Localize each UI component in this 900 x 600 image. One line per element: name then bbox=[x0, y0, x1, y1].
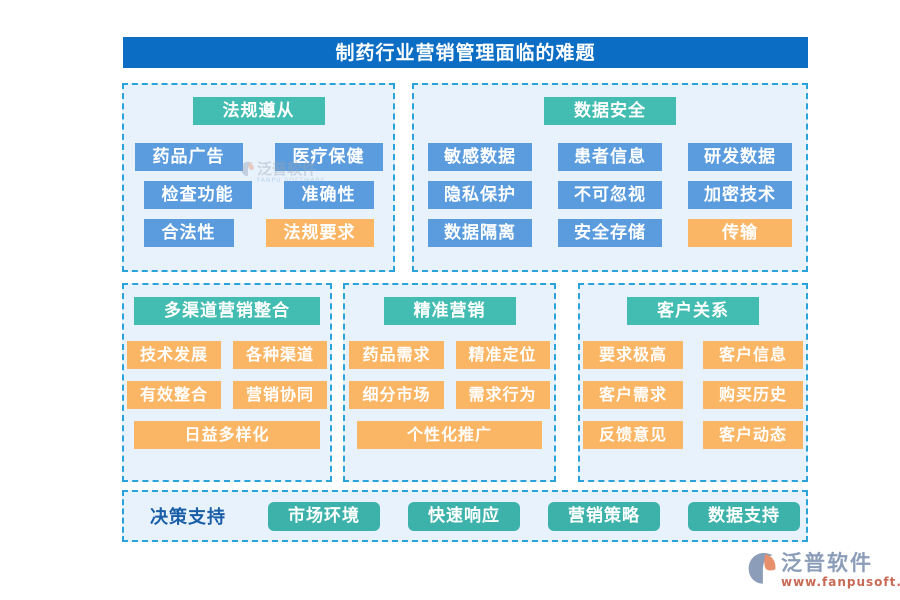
topic-chip: 加密技术 bbox=[688, 181, 792, 209]
section-header-compliance: 法规遵从 bbox=[192, 97, 325, 125]
section-precision-marketing: 精准营销药品需求精准定位细分市场需求行为个性化推广 bbox=[343, 283, 556, 482]
topic-chip: 安全存储 bbox=[558, 219, 662, 247]
item-row: 合法性 法规要求 bbox=[143, 219, 374, 247]
topic-chip: 客户动态 bbox=[703, 421, 804, 449]
section-header-multichannel-marketing: 多渠道营销整合 bbox=[134, 297, 320, 325]
topic-chip: 客户信息 bbox=[703, 341, 804, 369]
topic-chip: 各种渠道 bbox=[233, 341, 328, 369]
topic-chip: 药品需求 bbox=[349, 341, 444, 369]
section-customer-relations: 客户关系要求极高客户信息客户需求购买历史反馈意见客户动态 bbox=[578, 283, 808, 482]
topic-chip: 技术发展 bbox=[126, 341, 221, 369]
topic-chip: 患者信息 bbox=[558, 143, 662, 171]
topic-chip: 要求极高 bbox=[582, 341, 683, 369]
topic-chip: 隐私保护 bbox=[428, 181, 532, 209]
topic-chip: 细分市场 bbox=[349, 381, 444, 409]
topic-chip: 合法性 bbox=[143, 219, 234, 247]
item-row: 药品需求精准定位 bbox=[349, 341, 550, 369]
section-header-precision-marketing: 精准营销 bbox=[383, 297, 516, 325]
decision-chip: 数据支持 bbox=[688, 501, 800, 531]
item-row: 检查功能 准确性 bbox=[143, 181, 374, 209]
topic-chip: 购买历史 bbox=[703, 381, 804, 409]
topic-chip: 敏感数据 bbox=[428, 143, 532, 171]
decision-chip: 快速响应 bbox=[408, 501, 520, 531]
topic-chip: 日益多样化 bbox=[134, 421, 320, 449]
item-row: 客户需求购买历史 bbox=[582, 381, 804, 409]
diagram-title: 制药行业营销管理面临的难题 bbox=[123, 37, 808, 68]
topic-chip: 准确性 bbox=[283, 181, 374, 209]
topic-chip: 检查功能 bbox=[143, 181, 252, 209]
item-row: 细分市场需求行为 bbox=[349, 381, 550, 409]
section-header-customer-relations: 客户关系 bbox=[627, 297, 759, 325]
section-compliance: 法规遵从药品广告 医疗保健检查功能 准确性合法性 法规要求 bbox=[122, 83, 395, 272]
item-row: 药品广告 医疗保健 bbox=[134, 143, 383, 171]
topic-chip: 客户需求 bbox=[582, 381, 683, 409]
section-data-security: 数据安全敏感数据患者信息研发数据隐私保护不可忽视加密技术数据隔离安全存储传输 bbox=[412, 83, 808, 272]
section-multichannel-marketing: 多渠道营销整合技术发展各种渠道有效整合营销协同日益多样化 bbox=[122, 283, 332, 482]
vendor-url: www.fanpusoft.com bbox=[781, 575, 900, 589]
item-row: 敏感数据患者信息研发数据 bbox=[428, 143, 792, 171]
topic-chip: 营销协同 bbox=[233, 381, 328, 409]
topic-chip: 医疗保健 bbox=[274, 143, 383, 171]
vendor-logo-icon bbox=[746, 551, 778, 590]
topic-chip: 数据隔离 bbox=[428, 219, 532, 247]
decision-support-label: 决策支持 bbox=[150, 507, 226, 528]
topic-chip: 药品广告 bbox=[134, 143, 243, 171]
item-row: 数据隔离安全存储传输 bbox=[428, 219, 792, 247]
vendor-logo: 泛普软件 www.fanpusoft.com bbox=[746, 551, 900, 590]
vendor-name: 泛普软件 bbox=[781, 551, 873, 575]
topic-chip: 需求行为 bbox=[455, 381, 550, 409]
topic-chip: 法规要求 bbox=[265, 219, 374, 247]
topic-chip: 个性化推广 bbox=[356, 421, 542, 449]
topic-chip: 不可忽视 bbox=[558, 181, 662, 209]
topic-chip: 传输 bbox=[688, 219, 792, 247]
item-row: 反馈意见客户动态 bbox=[582, 421, 804, 449]
topic-chip: 有效整合 bbox=[126, 381, 221, 409]
decision-chip: 市场环境 bbox=[268, 501, 380, 531]
topic-chip: 精准定位 bbox=[455, 341, 550, 369]
decision-chip-group: 市场环境快速响应营销策略数据支持 bbox=[268, 501, 800, 531]
decision-support-bar: 决策支持 市场环境快速响应营销策略数据支持 bbox=[122, 490, 808, 542]
topic-chip: 反馈意见 bbox=[582, 421, 683, 449]
section-header-data-security: 数据安全 bbox=[544, 97, 676, 125]
topic-chip: 研发数据 bbox=[688, 143, 792, 171]
item-row: 有效整合营销协同 bbox=[126, 381, 328, 409]
item-row: 日益多样化 bbox=[134, 421, 320, 449]
item-row: 个性化推广 bbox=[356, 421, 542, 449]
item-row: 要求极高客户信息 bbox=[582, 341, 804, 369]
item-row: 隐私保护不可忽视加密技术 bbox=[428, 181, 792, 209]
decision-chip: 营销策略 bbox=[548, 501, 660, 531]
item-row: 技术发展各种渠道 bbox=[126, 341, 328, 369]
